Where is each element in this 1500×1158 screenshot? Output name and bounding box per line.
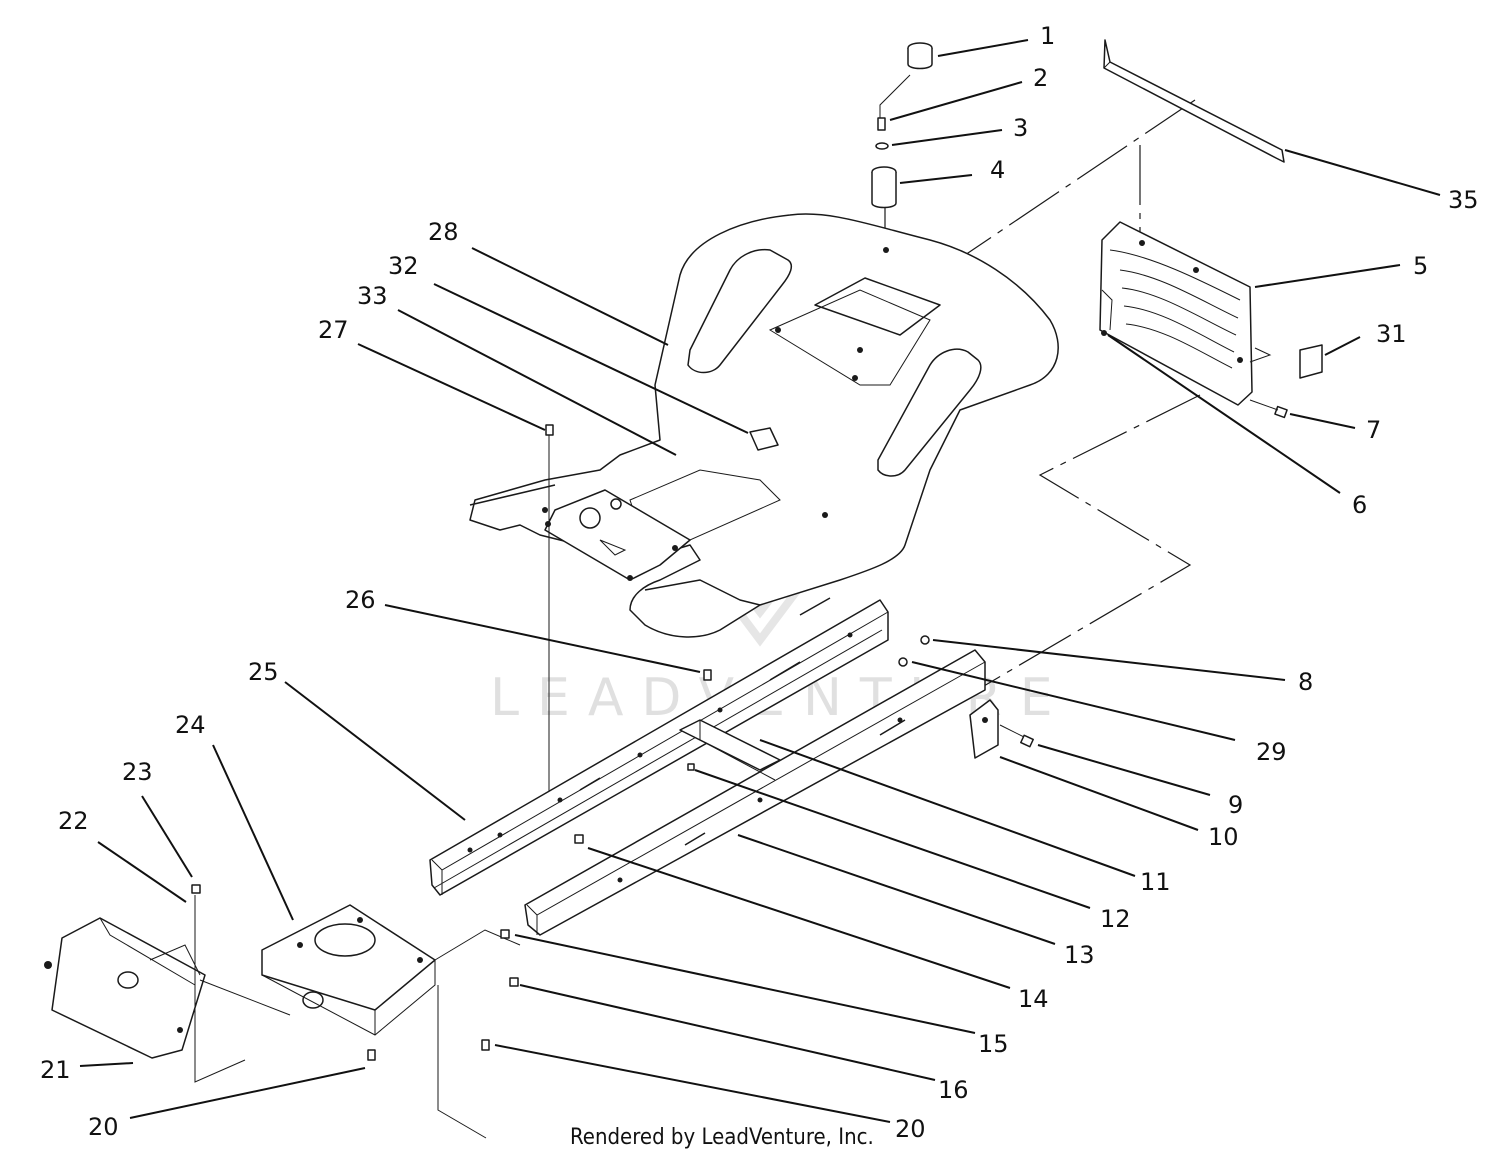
callout-12: 12 <box>1100 905 1131 933</box>
callout-20-left: 20 <box>88 1113 119 1141</box>
callout-28: 28 <box>428 218 459 246</box>
render-credit: Rendered by LeadVenture, Inc. <box>570 1125 874 1150</box>
callout-6: 6 <box>1352 491 1367 519</box>
callout-31: 31 <box>1376 320 1407 348</box>
callout-3: 3 <box>1013 114 1028 142</box>
callout-21: 21 <box>40 1056 71 1084</box>
floor-decal <box>749 427 779 451</box>
callout-26: 26 <box>345 586 376 614</box>
screw-7 <box>1249 399 1288 419</box>
callouts: 1 2 3 4 35 5 31 7 6 28 32 33 27 26 25 24… <box>40 22 1479 1143</box>
callout-32: 32 <box>388 252 419 280</box>
front-bracket <box>44 917 206 1059</box>
callout-1: 1 <box>1040 22 1055 50</box>
callout-14: 14 <box>1018 985 1049 1013</box>
callout-11: 11 <box>1140 868 1171 896</box>
decal-label <box>1249 344 1323 379</box>
callout-24: 24 <box>175 711 206 739</box>
callout-35: 35 <box>1448 186 1479 214</box>
leader-lines <box>79 39 1441 1123</box>
callout-15: 15 <box>978 1030 1009 1058</box>
callout-25: 25 <box>248 658 279 686</box>
callout-10: 10 <box>1208 823 1239 851</box>
callout-2: 2 <box>1033 64 1048 92</box>
callout-23: 23 <box>122 758 153 786</box>
callout-7: 7 <box>1366 416 1381 444</box>
callout-9: 9 <box>1228 791 1243 819</box>
callout-22: 22 <box>58 807 89 835</box>
shift-knob-assembly <box>871 42 933 209</box>
callout-4: 4 <box>990 156 1005 184</box>
fastener-lines <box>191 635 930 1139</box>
callout-13: 13 <box>1064 941 1095 969</box>
callout-27: 27 <box>318 316 349 344</box>
rear-cover <box>1099 221 1253 406</box>
bracket-10 <box>969 699 1034 759</box>
trim-strip <box>1103 39 1285 163</box>
frame-assembly <box>429 597 986 936</box>
body-pan <box>469 213 1059 638</box>
callout-8: 8 <box>1298 668 1313 696</box>
callout-33: 33 <box>357 282 388 310</box>
bolt-27 <box>545 424 554 805</box>
callout-16: 16 <box>938 1076 969 1104</box>
callout-20-right: 20 <box>895 1115 926 1143</box>
mount-plate <box>261 904 521 1036</box>
callout-5: 5 <box>1413 252 1428 280</box>
callout-29: 29 <box>1256 738 1287 766</box>
